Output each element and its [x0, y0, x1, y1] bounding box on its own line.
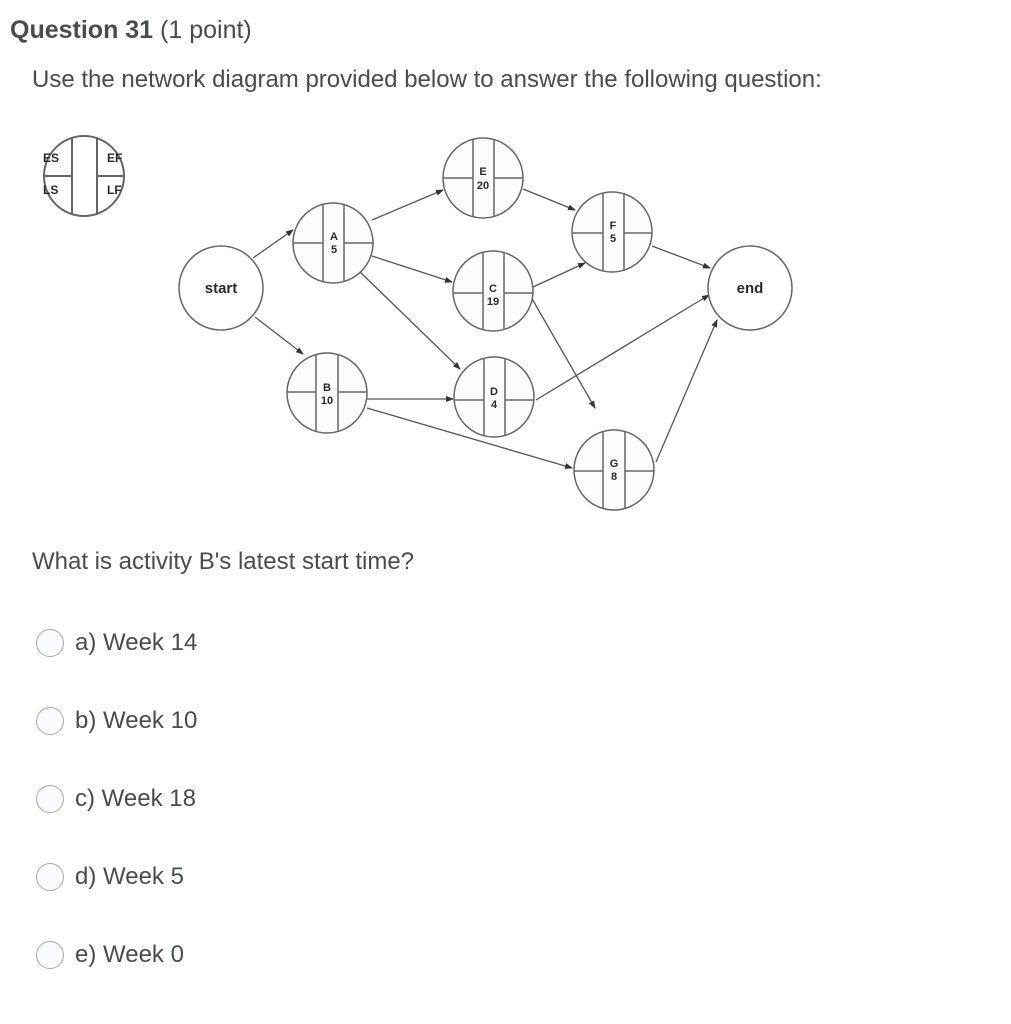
question-prompt: What is activity B's latest start time? — [32, 548, 415, 575]
svg-text:10: 10 — [321, 395, 333, 407]
diagram-edges — [252, 188, 718, 469]
svg-text:end: end — [737, 280, 764, 297]
svg-text:B: B — [323, 382, 331, 394]
legend-lf: LF — [107, 183, 122, 197]
radio-button-a[interactable] — [36, 629, 64, 657]
svg-text:G: G — [610, 458, 619, 470]
node-g: G 8 — [573, 429, 655, 511]
option-e[interactable]: e) Week 0 — [36, 937, 197, 973]
node-c: C 19 — [452, 250, 534, 332]
option-a[interactable]: a) Week 14 — [36, 625, 197, 661]
question-header: Question 31 (1 point) — [10, 16, 252, 45]
question-points: (1 point) — [160, 16, 252, 44]
start-node: start — [178, 245, 264, 331]
svg-text:start: start — [205, 280, 238, 297]
option-label-c: c) Week 18 — [75, 785, 196, 812]
node-f: F 5 — [571, 191, 653, 273]
node-e: E 20 — [442, 137, 524, 219]
node-b: B 10 — [286, 352, 368, 434]
legend-node: ES EF LS LF — [43, 135, 125, 217]
svg-text:19: 19 — [487, 296, 499, 308]
svg-text:A: A — [330, 231, 338, 243]
node-a: A 5 — [292, 202, 374, 284]
svg-text:C: C — [489, 283, 497, 295]
legend-ls: LS — [43, 183, 58, 197]
svg-text:E: E — [479, 166, 486, 178]
legend-es: ES — [43, 151, 59, 165]
option-label-e: e) Week 0 — [75, 941, 184, 968]
svg-text:8: 8 — [611, 471, 617, 483]
svg-text:5: 5 — [610, 233, 616, 245]
option-label-a: a) Week 14 — [75, 629, 198, 656]
svg-text:D: D — [490, 386, 498, 398]
svg-text:5: 5 — [331, 244, 337, 256]
node-d: D 4 — [453, 356, 535, 438]
question-intro: Use the network diagram provided below t… — [32, 66, 822, 93]
end-node: end — [707, 245, 793, 331]
network-diagram: ES EF LS LF start — [0, 110, 1011, 530]
radio-button-d[interactable] — [36, 863, 64, 891]
legend-ef: EF — [107, 151, 122, 165]
option-label-b: b) Week 10 — [75, 707, 198, 734]
option-c[interactable]: c) Week 18 — [36, 781, 197, 817]
svg-text:4: 4 — [491, 399, 498, 411]
svg-text:F: F — [610, 220, 617, 232]
radio-button-b[interactable] — [36, 707, 64, 735]
answer-options: a) Week 14 b) Week 10 c) Week 18 d) Week… — [36, 625, 197, 1015]
radio-button-e[interactable] — [36, 941, 64, 969]
radio-button-c[interactable] — [36, 785, 64, 813]
option-b[interactable]: b) Week 10 — [36, 703, 197, 739]
question-number: Question 31 — [10, 16, 154, 44]
option-label-d: d) Week 5 — [75, 863, 184, 890]
svg-text:20: 20 — [477, 180, 489, 192]
option-d[interactable]: d) Week 5 — [36, 859, 197, 895]
